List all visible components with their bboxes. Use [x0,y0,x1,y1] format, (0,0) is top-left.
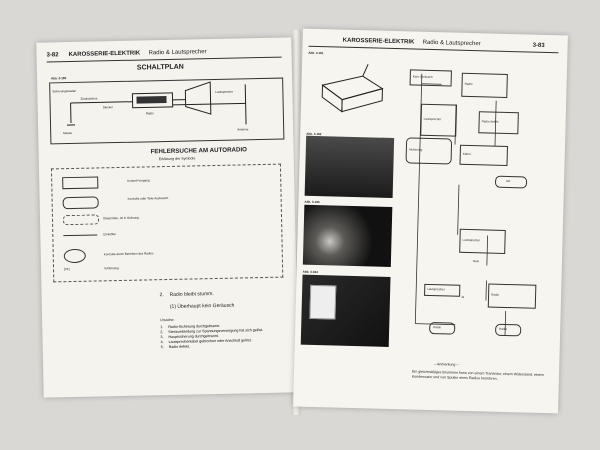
diagram-title: SCHALTPLAN [136,63,184,72]
symbol-vorf: [VF] [64,267,70,272]
flow-node-ok: OK [494,175,528,189]
wiring-diagram: Sicherungskasten Zündschloss Stecker Rad… [49,77,285,145]
flow-node-7: Lautsprecher [459,228,506,254]
label-lautsprecher: Lautsprecher [215,89,233,94]
label-antenne: Antenne [237,127,249,132]
photo-meter [300,274,391,347]
left-page: 3-82 KAROSSERIE-ELEKTRIK Radio & Lautspr… [36,37,299,398]
item-2-sub: (1) Überhaupt kein Geräusch [169,302,235,310]
right-header-section: KAROSSERIE-ELEKTRIK [342,37,415,46]
symbol-rect [62,176,99,190]
symbol-oval [63,248,86,264]
label-stecker: Stecker [102,105,113,110]
symbol-dashed [62,214,100,226]
flow-node-5: Sicherung [405,137,453,165]
item-2-number: 2. [159,292,164,299]
radio-drawing [321,64,384,113]
item-2-text: Radio bleibt stumm. [169,291,214,298]
right-header-sub: Radio & Lautsprecher [422,39,481,48]
flowchart-lines [414,73,507,337]
legend-label-1: Kontroll-Vorgang [127,178,150,183]
flow-node-radio-b: Radio [495,323,522,337]
note-title: – Anmerkung – [434,362,459,367]
label-zuendschloss: Zündschloss [80,96,98,101]
symbol-legend: Kontroll-Vorgang Kontrolle oder Teile-Au… [50,163,284,283]
legend-label-4: Eintreffen [103,232,117,237]
fault-title: FEHLERSUCHE AM AUTORADIO [150,146,248,156]
fault-subtitle: Erklärung der Symbole [158,156,196,162]
label-masse: Masse [63,130,73,136]
flow-label-ja: Ja [460,294,465,299]
flow-node-4: Radio defekt [478,111,519,135]
abb-label-4: Abb. 3-184 [302,269,318,275]
flow-node-2: Radio [461,72,508,98]
right-page: KAROSSERIE-ELEKTRIK Radio & Lautsprecher… [293,28,568,414]
meter-icon [309,284,337,320]
legend-label-5: Kontrolle durch Betreiben des Radios [103,251,154,257]
flow-node-radio-a: Radio [429,322,456,335]
book-gutter [291,30,301,415]
diagram-abb: Abb. 3-180 [51,76,67,81]
photo-dashboard [304,135,395,198]
label-sicherungskasten: Sicherungskasten [52,88,77,94]
header-rule-right [308,45,559,54]
note-text: Ein gleichmäßiges Brummen kann von einem… [411,369,544,381]
abb-label-3: Abb. 3-183 [304,199,320,205]
causes-heading: Ursache: [160,317,175,323]
cause-item: 5. Radio defekt. [160,344,190,350]
photo-connector [302,204,393,267]
left-header-sub: Radio & Lautsprecher [148,49,207,57]
flow-node-6: Kabel [459,144,508,166]
wiring-diagram-svg [67,81,247,126]
causes-list: 1. Radio-Sicherung durchgebrannt. 2. Ste… [160,323,270,350]
legend-label-2: Kontrolle oder Teile-Austausch [127,195,169,201]
symbol-rounded [62,196,99,210]
right-page-number: 3-83 [532,42,545,49]
legend-label-6: Vorführung [104,266,119,271]
label-radio: Radio [145,111,154,116]
flow-label-nein: Nein [472,259,480,264]
flow-node-3: Lautsprecher [420,103,458,137]
flow-node-8: Radio [487,283,537,309]
left-page-number: 3-82 [46,52,59,59]
legend-label-3: Überprüfen, ob in Ordnung [102,215,139,221]
symbol-arrow [63,234,98,237]
flow-node-1: Kein Geräusch [409,69,452,87]
left-header-section: KAROSSERIE-ELEKTRIK [68,50,141,59]
flow-node-9: Lautsprecher [424,283,461,297]
